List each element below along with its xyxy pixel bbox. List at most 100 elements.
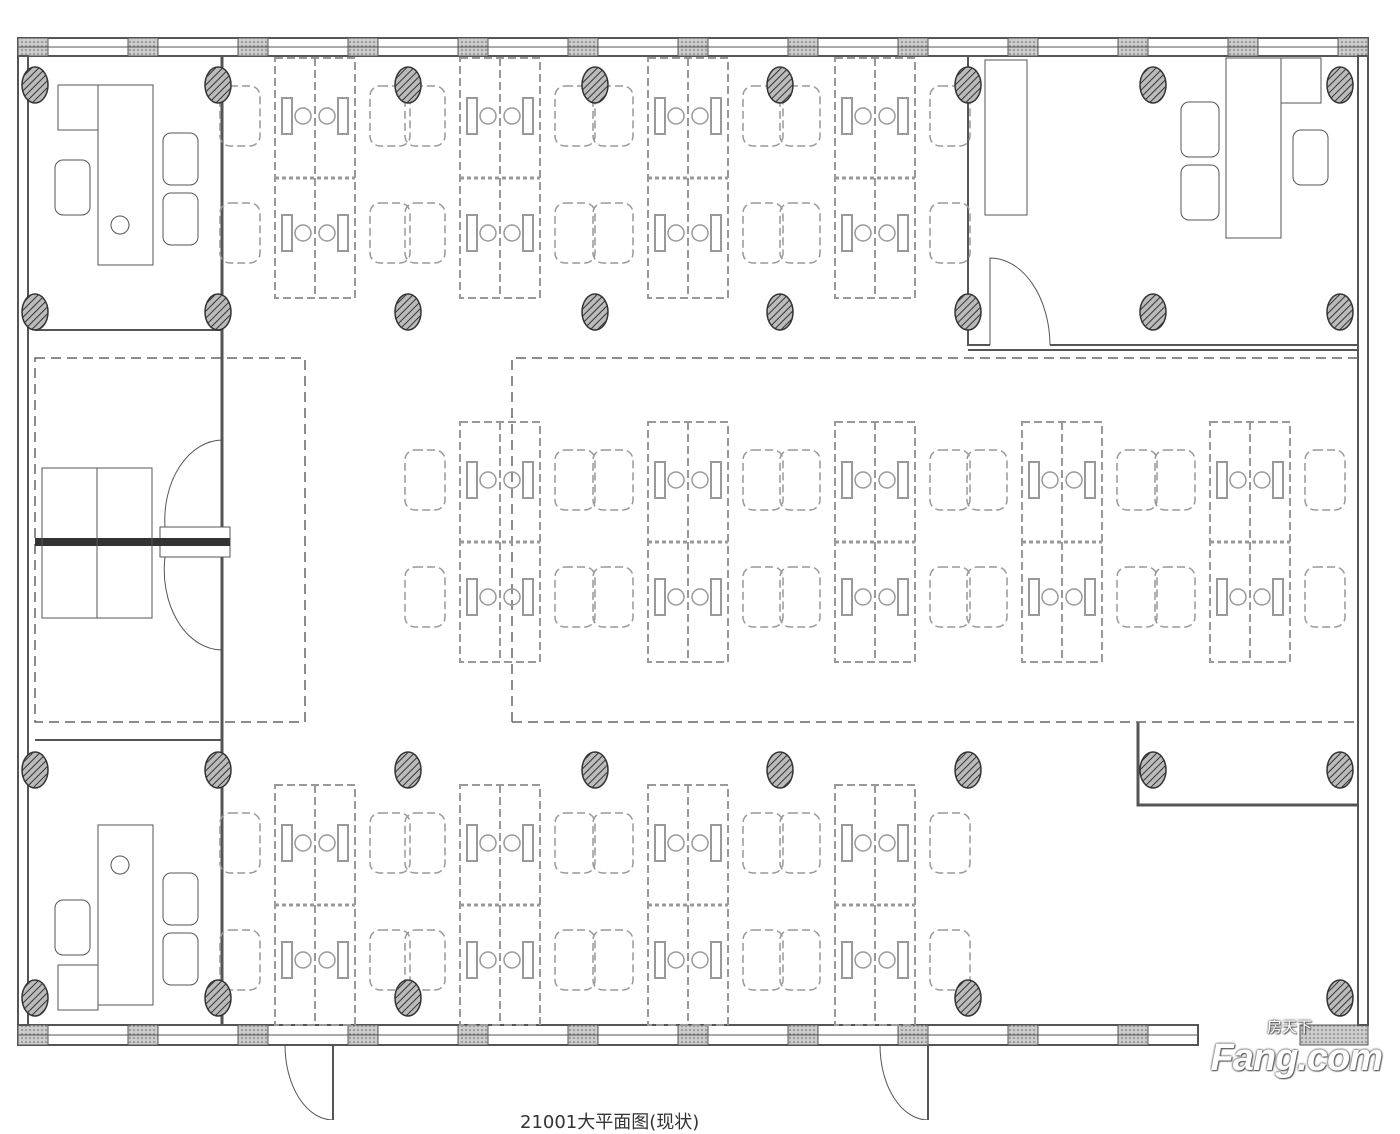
computer-monitor [878, 107, 896, 125]
left-wall [17, 55, 29, 1026]
desk-cluster [592, 421, 784, 663]
meeting-room-walls [967, 56, 1358, 351]
office-chair [929, 85, 971, 147]
desk-drawer [466, 461, 478, 499]
office-chair [592, 929, 634, 991]
computer-monitor [318, 107, 336, 125]
computer-monitor [318, 834, 336, 852]
office-chair [742, 929, 784, 991]
structural-column [204, 293, 232, 331]
desk-drawer [654, 941, 666, 979]
office-chair [554, 85, 596, 147]
plan-caption: 21001大平面图(现状) [520, 1112, 700, 1133]
desk-drawer [337, 214, 349, 252]
office-chair [1180, 164, 1220, 221]
office-chair [592, 566, 634, 628]
desk-drawer [522, 824, 534, 862]
desk-drawer [710, 214, 722, 252]
desk-drawer [841, 97, 853, 135]
structural-column [1139, 751, 1167, 789]
computer-monitor [503, 588, 521, 606]
office-chair [592, 812, 634, 874]
desk-drawer [466, 97, 478, 135]
desk-drawer [897, 578, 909, 616]
computer-monitor [878, 471, 896, 489]
desk-cluster [404, 57, 596, 299]
office-chair [779, 85, 821, 147]
watermark-brand: Fang.com [1210, 1037, 1383, 1079]
door-swing [163, 439, 223, 651]
office-chair [404, 929, 446, 991]
side-table [57, 84, 99, 131]
structural-column [954, 979, 982, 1017]
computer-monitor [1065, 471, 1083, 489]
desk-clusters [219, 57, 1346, 1026]
structural-column [581, 66, 609, 104]
desk-drawer [1084, 461, 1096, 499]
telephone [110, 855, 130, 875]
computer-monitor [294, 834, 312, 852]
computer-monitor [854, 951, 872, 969]
structural-column [21, 979, 49, 1017]
open-office-zone [511, 357, 1358, 723]
office-chair [369, 929, 411, 991]
office-chair [554, 566, 596, 628]
structural-column [1326, 293, 1354, 331]
computer-monitor [503, 107, 521, 125]
structural-column [954, 293, 982, 331]
reception-zone [34, 357, 306, 723]
door-swing [879, 1044, 929, 1120]
desk-drawer [281, 97, 293, 135]
desk-cluster [219, 784, 411, 1026]
office-chair [742, 85, 784, 147]
office-chair [162, 192, 199, 246]
office-chair [1116, 449, 1158, 511]
desk-drawer [654, 97, 666, 135]
desk-drawer [281, 214, 293, 252]
desk-drawer [1272, 461, 1284, 499]
desk-drawer [841, 578, 853, 616]
desk-drawer [897, 97, 909, 135]
desk-drawer [522, 97, 534, 135]
desk-drawer [897, 941, 909, 979]
desk-cluster [1154, 421, 1346, 663]
office-chair [369, 85, 411, 147]
computer-monitor [667, 951, 685, 969]
office-chair [219, 929, 261, 991]
computer-monitor [479, 224, 497, 242]
desk-drawer [1272, 578, 1284, 616]
desk-drawer [654, 578, 666, 616]
desk-cluster [966, 421, 1158, 663]
desk-cluster [404, 421, 596, 663]
structural-column [21, 751, 49, 789]
desk-drawer [710, 941, 722, 979]
office-chair [929, 812, 971, 874]
watermark-logo: 房天下 Fang.com [1210, 1016, 1383, 1080]
door-swing [284, 1044, 334, 1120]
office-chair [1154, 449, 1196, 511]
computer-monitor [691, 107, 709, 125]
office-chair [162, 872, 199, 926]
office-chair [742, 566, 784, 628]
computer-monitor [667, 107, 685, 125]
structural-column [581, 293, 609, 331]
desk-drawer [1084, 578, 1096, 616]
desk-cluster [779, 784, 971, 1026]
computer-monitor [318, 224, 336, 242]
computer-monitor [854, 224, 872, 242]
structural-column [1326, 751, 1354, 789]
structural-column [204, 979, 232, 1017]
door-swing [989, 257, 1051, 346]
structural-column [581, 751, 609, 789]
computer-monitor [479, 107, 497, 125]
office-chair [162, 932, 199, 986]
desk-drawer [522, 461, 534, 499]
office-chair [404, 449, 446, 511]
columns [21, 66, 1354, 1017]
side-table [1280, 57, 1322, 104]
computer-monitor [667, 588, 685, 606]
office-chair [742, 812, 784, 874]
desk-drawer [466, 941, 478, 979]
office-chair [779, 566, 821, 628]
structural-column [204, 751, 232, 789]
